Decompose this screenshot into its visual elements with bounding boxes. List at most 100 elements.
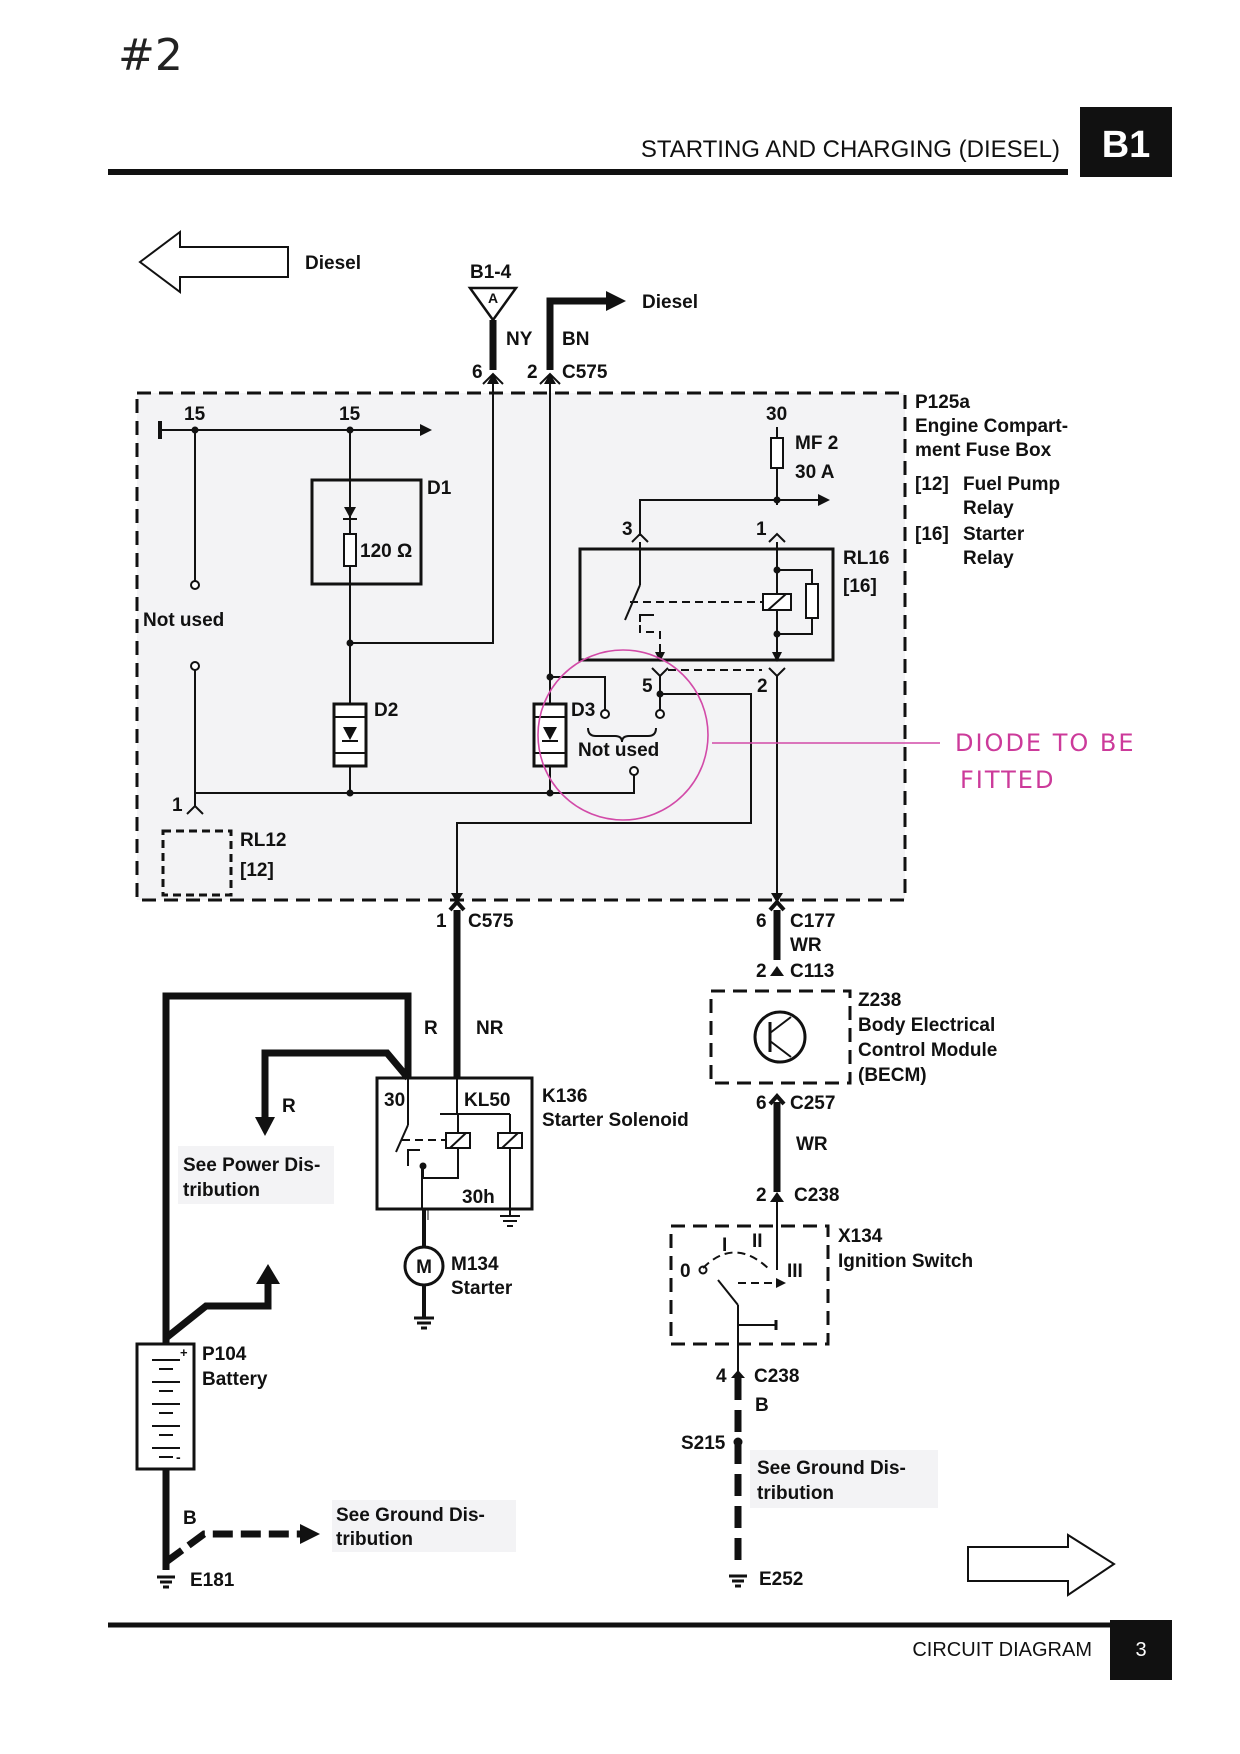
- wire-bn-label: BN: [562, 329, 589, 350]
- annotation-circle: [537, 649, 709, 821]
- left-arrow-icon[interactable]: [138, 230, 289, 294]
- ignition-pos-3: III: [787, 1261, 803, 1282]
- ground-icon: [500, 1215, 520, 1227]
- wire-to-c575-pin1: [456, 693, 752, 895]
- page-header: STARTING AND CHARGING (DIESEL) B1: [108, 107, 1172, 177]
- wire: [407, 1149, 420, 1166]
- ground-icon: [157, 1575, 175, 1589]
- arrow-right-icon: [818, 494, 830, 506]
- connector-c177: C177: [790, 911, 835, 932]
- battery-p104: + - P104 Battery B See Ground Dis- tribu…: [135, 1264, 516, 1591]
- c238-pin-2: 2: [756, 1185, 767, 1206]
- wire: [639, 499, 818, 536]
- power-ref-line2[interactable]: tribution: [183, 1180, 260, 1201]
- wire: [639, 614, 654, 622]
- becm-name-line3: (BECM): [858, 1065, 927, 1086]
- connector-c177-c113: 6 C177 WR 2 C113: [756, 898, 835, 982]
- arrow-down-icon: [451, 893, 463, 903]
- battery-feed: R R See Power Dis- tribution: [162, 992, 438, 1347]
- ground-run-right: 4 C238 B S215 See Ground Dis- tribution …: [681, 1366, 938, 1590]
- wire-r-battery: [162, 992, 412, 1347]
- fuse-box-id: P125a: [915, 392, 970, 413]
- diesel-feed: Diesel BN: [546, 291, 698, 370]
- connector-c238-icon: [770, 1192, 784, 1202]
- connector-c257-icon: [768, 1092, 786, 1106]
- ignition-box: [669, 1224, 830, 1346]
- becm-name-line2: Control Module: [858, 1040, 997, 1061]
- prev-page-arrow[interactable]: Diesel: [138, 230, 361, 294]
- connector-c257: C257: [790, 1093, 835, 1114]
- transistor-collector: [769, 1016, 792, 1034]
- wire-to-ground-ref: [163, 1530, 306, 1565]
- legend-starter-num: [16]: [915, 524, 949, 545]
- connector-c238-bottom: C238: [754, 1366, 799, 1387]
- wire-b-label: B: [183, 1508, 197, 1529]
- rl12-ref: [12]: [240, 860, 274, 881]
- connector-c575-icon: [448, 898, 466, 912]
- connector-c113-icon: [770, 966, 784, 976]
- wire-r-label: R: [424, 1018, 438, 1039]
- arrow-up-icon: [544, 373, 556, 384]
- battery-id: P104: [202, 1344, 247, 1365]
- page-footer: CIRCUIT DIAGRAM 3: [108, 1620, 1172, 1680]
- wire: [422, 1148, 459, 1179]
- ground-ref-right-line2[interactable]: tribution: [757, 1483, 834, 1504]
- connector-c113: C113: [790, 961, 834, 982]
- connector-b1-4-label: B1-4: [470, 262, 512, 283]
- becm-box: [709, 989, 852, 1085]
- footer-label: CIRCUIT DIAGRAM: [912, 1639, 1092, 1661]
- power-ref-shading: [178, 1146, 334, 1204]
- rl12-pin-label: 1: [172, 795, 183, 816]
- legend-starter-line2: Relay: [963, 548, 1014, 569]
- ground-ref-left-line2[interactable]: tribution: [336, 1529, 413, 1550]
- ground-icon: [729, 1574, 747, 1588]
- bus-15: 15 15 Not used: [143, 404, 432, 631]
- arrow-up-icon: [487, 373, 499, 384]
- next-page-arrow-icon[interactable]: [967, 1533, 1116, 1597]
- rl12-label: RL12: [240, 830, 286, 851]
- ground-ref-left-line1[interactable]: See Ground Dis-: [336, 1505, 485, 1526]
- wire-wr-label-2: WR: [796, 1134, 828, 1155]
- feed-arrow-icon: [606, 291, 626, 311]
- connector-c575-bottom: 1 C575 NR: [436, 898, 514, 1078]
- d1-diode-resistor: D1 120 Ω: [310, 373, 499, 704]
- relay-rl16-label: RL16: [843, 548, 889, 569]
- motor-symbol: M: [416, 1257, 432, 1278]
- open-terminal: [629, 766, 639, 776]
- transistor-emitter: [769, 1040, 792, 1058]
- ground-ref-right-line1[interactable]: See Ground Dis-: [757, 1458, 906, 1479]
- ignition-pos-1: I: [722, 1235, 727, 1256]
- arrow-down-icon: [771, 893, 783, 903]
- ground-ref-right-shading: [750, 1450, 938, 1508]
- d3-label: D3: [571, 700, 595, 721]
- starter-id: M134: [451, 1254, 499, 1275]
- d1-label: D1: [427, 478, 452, 499]
- diode-icon: [543, 727, 557, 740]
- not-used-brace: [587, 727, 657, 743]
- pin-2-label: 2: [527, 362, 538, 383]
- wire-r-power-label: R: [282, 1096, 296, 1117]
- relay-coil-slash: [767, 593, 787, 611]
- c177-pin-6: 6: [756, 911, 767, 932]
- wire-nr-label: NR: [476, 1018, 504, 1039]
- legend-fuel-pump-line1: Fuel Pump: [963, 474, 1060, 495]
- power-ref-line1[interactable]: See Power Dis-: [183, 1155, 320, 1176]
- term-15-b: 15: [339, 404, 361, 425]
- relay-rl16-ref: [16]: [843, 576, 877, 597]
- ignition-wiper: [717, 1279, 739, 1306]
- legend-fuel-pump-line2: Relay: [963, 498, 1014, 519]
- battery-box: [135, 1342, 196, 1471]
- fuse-box-name-line1: Engine Compart-: [915, 416, 1068, 437]
- ground-ref-left-shading: [332, 1500, 516, 1552]
- rl12-connector-icon: [186, 804, 204, 815]
- relay-rl16: RL16 [16]: [578, 542, 889, 662]
- ground-icon: [414, 1316, 434, 1330]
- page-number-badge: [1110, 1620, 1172, 1680]
- annotation-line2: FITTED: [960, 766, 1055, 794]
- solenoid-box: [375, 1076, 534, 1211]
- section-badge: [1080, 107, 1172, 177]
- annotation-line1: DIODE TO BE: [955, 729, 1136, 757]
- resistor-label: 120 Ω: [360, 541, 412, 562]
- coil-slash: [501, 1132, 519, 1149]
